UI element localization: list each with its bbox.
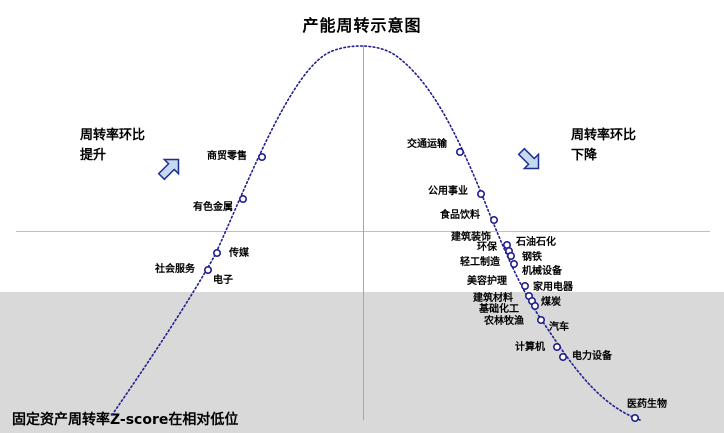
bottom-zone-label: 固定资产周转率Z-score在相对低位 <box>12 412 239 428</box>
point-label: 计算机 <box>515 342 545 353</box>
low-zscore-zone <box>0 292 724 433</box>
data-marker <box>257 153 266 162</box>
upper-left-annotation: 周转率环比 提升 <box>80 126 145 166</box>
data-marker <box>552 342 561 351</box>
vertical-axis <box>363 45 364 420</box>
point-label: 电子 <box>213 275 233 286</box>
data-marker <box>239 195 248 204</box>
data-marker <box>509 259 518 268</box>
point-label: 轻工制造 <box>460 257 500 268</box>
point-label: 食品饮料 <box>440 210 480 221</box>
upper-right-line1: 周转率环比 <box>571 128 637 143</box>
point-label: 汽车 <box>549 322 569 333</box>
point-label: 煤炭 <box>541 297 561 308</box>
point-label: 交通运输 <box>407 139 447 150</box>
arrow-up-right-icon <box>157 158 180 181</box>
chart-title: 产能周转示意图 <box>302 16 422 35</box>
data-marker <box>558 352 567 361</box>
point-label: 商贸零售 <box>207 151 247 162</box>
point-label: 农林牧渔 <box>484 316 524 327</box>
point-label: 美容护理 <box>467 276 507 287</box>
point-label: 传媒 <box>229 248 249 259</box>
data-marker <box>530 301 539 310</box>
point-label: 有色金属 <box>193 202 233 213</box>
point-label: 社会服务 <box>155 264 195 275</box>
data-marker <box>489 216 498 225</box>
data-marker <box>536 315 545 324</box>
cycle-curve <box>111 45 641 421</box>
arrow-down-right-icon <box>517 147 540 170</box>
data-marker <box>455 148 464 157</box>
data-marker <box>204 265 213 274</box>
point-label: 钢铁 <box>522 252 542 263</box>
data-marker <box>630 413 639 422</box>
upper-left-line1: 周转率环比 <box>80 128 146 143</box>
point-label: 基础化工 <box>479 304 519 315</box>
point-label: 建筑材料 <box>473 293 513 304</box>
point-label: 家用电器 <box>533 282 573 293</box>
point-label: 机械设备 <box>522 266 562 277</box>
data-marker <box>506 252 515 261</box>
upper-right-line2: 下降 <box>571 148 598 163</box>
data-markers <box>204 148 639 422</box>
upper-left-line2: 提升 <box>80 148 107 163</box>
point-label: 石油石化 <box>516 237 556 248</box>
data-marker <box>213 249 222 258</box>
point-label: 公用事业 <box>428 186 468 197</box>
point-label: 建筑装饰 <box>451 232 491 243</box>
upper-right-annotation: 周转率环比 下降 <box>571 126 636 166</box>
data-marker <box>476 190 485 199</box>
point-label: 医药生物 <box>627 399 667 410</box>
data-marker <box>520 281 529 290</box>
point-label: 环保 <box>477 242 497 253</box>
point-label: 电力设备 <box>572 351 612 362</box>
